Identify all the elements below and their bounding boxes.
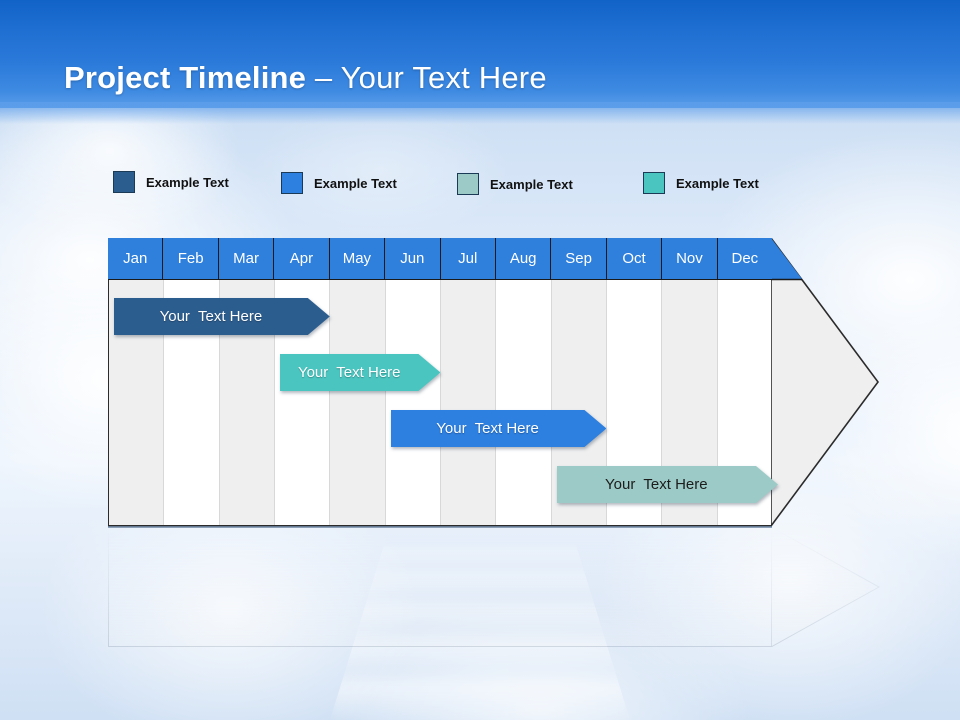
month-header-dec[interactable]: Dec — [717, 238, 773, 280]
timeline-column-feb — [164, 239, 220, 525]
month-header-oct[interactable]: Oct — [606, 238, 663, 280]
page-title-light: Your Text Here — [340, 60, 547, 95]
legend: Example Text Example Text Example Text E… — [113, 168, 813, 198]
legend-swatch-icon-3 — [643, 172, 665, 194]
month-header-sep[interactable]: Sep — [551, 238, 607, 280]
legend-swatch-icon-1 — [281, 172, 303, 194]
timeline-bar-arrow-icon-1 — [280, 354, 440, 391]
timeline-column-jan — [109, 239, 165, 525]
timeline-column-mar — [219, 239, 275, 525]
month-header-jan[interactable]: Jan — [108, 238, 164, 280]
timeline-bar-1[interactable]: Your Text Here — [280, 354, 440, 391]
legend-swatch-icon-0 — [113, 171, 135, 193]
legend-item-2[interactable]: Example Text — [457, 173, 573, 195]
timeline-bar-3[interactable]: Your Text Here — [557, 466, 778, 503]
month-header-aug[interactable]: Aug — [495, 238, 552, 280]
timeline-bar-2[interactable]: Your Text Here — [391, 410, 607, 447]
timeline-bar-label-0: Your Text Here — [159, 308, 263, 325]
timeline-column-oct — [607, 239, 663, 525]
month-header-may[interactable]: May — [329, 238, 386, 280]
legend-swatch-icon-2 — [457, 173, 479, 195]
month-header-jul[interactable]: Jul — [440, 238, 496, 280]
chart-baseline — [108, 525, 772, 528]
month-header-feb[interactable]: Feb — [163, 238, 219, 280]
month-header-mar[interactable]: Mar — [218, 238, 275, 280]
timeline-column-jun — [386, 239, 441, 525]
legend-label-0: Example Text — [146, 174, 229, 190]
timeline-bar-label-3: Your Text Here — [605, 476, 708, 493]
timeline-column-jul — [441, 239, 497, 525]
page-title-strong: Project Timeline — [64, 60, 307, 95]
timeline-column-aug — [496, 239, 552, 525]
month-header-nov[interactable]: Nov — [662, 238, 718, 280]
month-header-jun[interactable]: Jun — [385, 238, 441, 280]
page-title: Project Timeline – Your Text Here — [64, 60, 547, 96]
timeline-bar-label-2: Your Text Here — [436, 420, 539, 437]
legend-label-2: Example Text — [490, 176, 573, 192]
month-header-apr[interactable]: Apr — [274, 238, 330, 280]
timeline-bar-0[interactable]: Your Text Here — [114, 298, 330, 335]
timeline-bar-arrow-icon-2 — [391, 410, 607, 447]
title-band — [0, 0, 960, 124]
legend-label-3: Example Text — [676, 175, 759, 191]
timeline-bar-label-1: Your Text Here — [297, 364, 401, 381]
page-title-separator: – — [306, 60, 341, 95]
legend-item-1[interactable]: Example Text — [281, 172, 397, 194]
legend-item-3[interactable]: Example Text — [643, 172, 759, 194]
legend-item-0[interactable]: Example Text — [113, 171, 229, 193]
timeline-arrow-head-icon — [771, 238, 879, 526]
legend-label-1: Example Text — [314, 175, 397, 191]
